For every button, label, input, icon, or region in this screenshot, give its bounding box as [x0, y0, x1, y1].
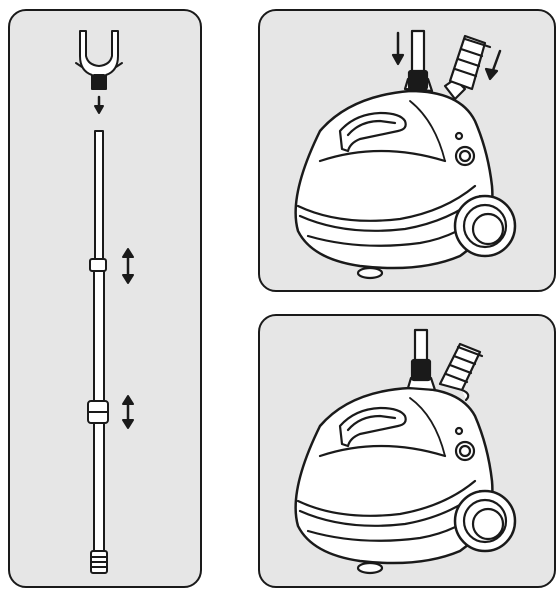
garment-steamer-icon	[296, 79, 515, 278]
pole-icon	[412, 330, 430, 380]
double-arrow-vertical-icon	[123, 396, 133, 428]
hose-icon	[450, 36, 490, 89]
assembled-steamer-panel	[258, 314, 556, 588]
arrow-down-icon	[95, 97, 103, 113]
pole-icon	[409, 31, 427, 89]
telescopic-pole-icon	[88, 131, 108, 573]
double-arrow-vertical-icon	[123, 249, 133, 283]
arrow-down-icon	[486, 51, 500, 79]
attach-pole-hose-panel	[258, 9, 556, 292]
hose-icon	[440, 344, 482, 400]
pole-assembly-panel	[8, 9, 202, 588]
garment-steamer-icon	[296, 378, 515, 573]
hanger-hook-icon	[76, 31, 122, 89]
arrow-down-icon	[393, 33, 403, 64]
